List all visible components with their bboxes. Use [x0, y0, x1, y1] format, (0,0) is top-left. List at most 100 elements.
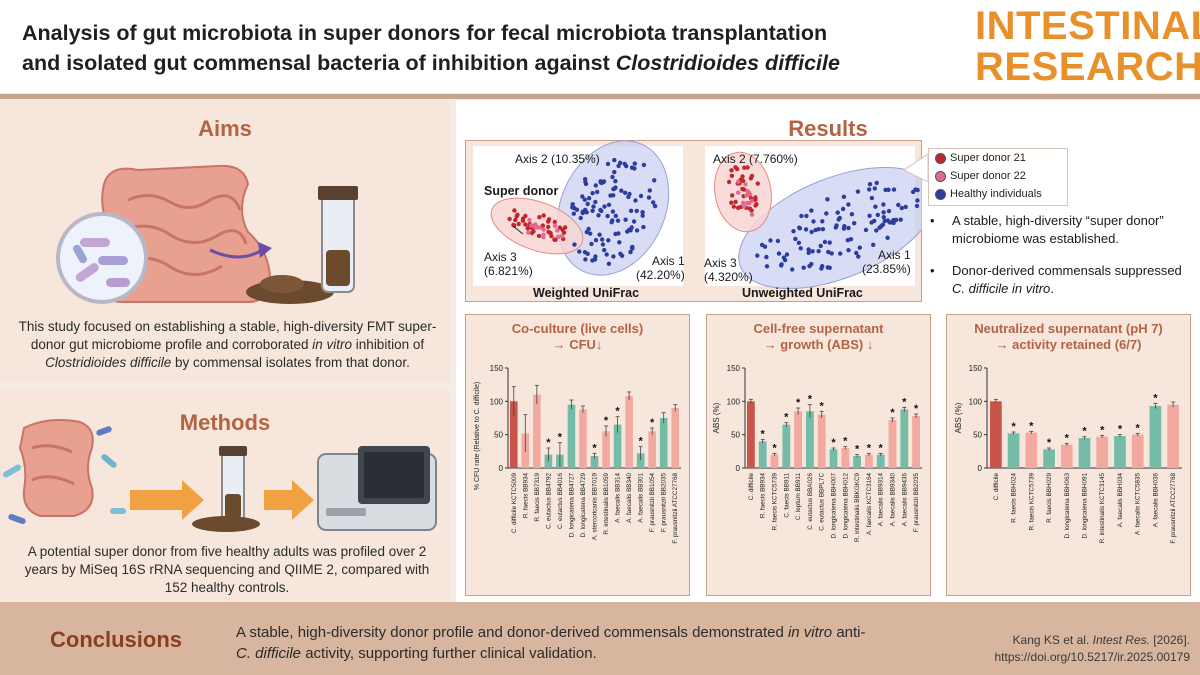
pcoa-point-healthy [883, 187, 888, 193]
pcoa-point-healthy [819, 266, 824, 271]
pcoa-point-healthy [874, 228, 879, 233]
pcoa-point-super-donor-21 [546, 224, 551, 230]
pcoa-point-healthy [604, 252, 609, 257]
x-tick-label: C. eutactus BB4016 [557, 473, 564, 530]
significance-star: * [1153, 392, 1158, 404]
pcoa-point-healthy [791, 229, 796, 234]
bar [636, 453, 645, 468]
aims-description: This study focused on establishing a sta… [18, 319, 437, 370]
pcoa-point-healthy [816, 249, 821, 254]
bar [1131, 434, 1144, 468]
pcoa-point-super-donor-22 [555, 234, 561, 239]
pcoa-point-healthy [762, 244, 768, 249]
pcoa-point-super-donor-21 [537, 215, 542, 220]
pcoa-point-healthy [600, 237, 605, 242]
pcoa-point-healthy [570, 202, 575, 207]
legend-item-super-donor-21: Super donor 21 [929, 149, 1067, 167]
pcoa-point-super-donor-21 [552, 237, 557, 242]
pcoa-point-healthy [612, 169, 617, 175]
pcoa-point-super-donor-21 [730, 193, 735, 198]
pcoa-point-healthy [627, 191, 632, 197]
bar [758, 441, 767, 468]
conclusions-panel [0, 602, 1200, 675]
weighted-axis2-label: Axis 2 (10.35%) [515, 152, 600, 166]
bar [900, 409, 909, 468]
pcoa-point-super-donor-21 [731, 204, 736, 209]
pcoa-point-healthy [586, 196, 592, 201]
pcoa-point-healthy [606, 238, 611, 243]
title-line-2-italic: Clostridioides difficile [615, 51, 840, 75]
pcoa-point-super-donor-21 [740, 174, 745, 179]
significance-star: * [761, 428, 766, 440]
pcoa-point-super-donor-21 [733, 199, 738, 205]
significance-star: * [808, 394, 813, 406]
pcoa-point-super-donor-22 [526, 230, 531, 235]
pcoa-point-healthy [775, 238, 781, 244]
significance-star: * [638, 436, 643, 448]
pcoa-point-healthy [796, 240, 802, 245]
pcoa-point-healthy [881, 210, 886, 215]
sample-tube-icon-2 [192, 446, 260, 532]
pcoa-point-super-donor-21 [523, 222, 528, 227]
pcoa-point-healthy [617, 240, 622, 245]
bar [794, 411, 802, 468]
pcoa-point-super-donor-21 [735, 205, 741, 210]
pcoa-point-healthy [591, 204, 596, 209]
arrow-right-icon-2 [264, 480, 314, 520]
significance-star: * [772, 442, 777, 454]
pcoa-point-healthy [629, 225, 634, 230]
pcoa-point-healthy [809, 208, 814, 213]
pcoa-point-healthy [806, 247, 811, 252]
donor-ellipse-unweighted [714, 151, 772, 233]
bar [782, 424, 791, 468]
journal-logo-line-1: INTESTINAL [975, 4, 1200, 48]
pcoa-point-healthy [651, 200, 656, 205]
pcoa-point-healthy [596, 213, 601, 218]
pcoa-point-super-donor-22 [748, 192, 753, 197]
pcoa-point-healthy [613, 213, 618, 219]
y-tick-label: 100 [490, 397, 504, 406]
pcoa-point-healthy [910, 189, 916, 195]
unweighted-axis1-label: Axis 1(23.85%) [862, 248, 911, 276]
pcoa-point-healthy [826, 249, 831, 255]
bar [829, 449, 838, 468]
significance-star: * [1065, 432, 1070, 444]
pcoa-point-healthy [867, 213, 872, 218]
doi-link[interactable]: https://doi.org/10.5217/ir.2025.00179 [994, 650, 1191, 664]
pcoa-point-healthy [811, 219, 816, 224]
pcoa-point-super-donor-21 [729, 173, 735, 178]
y-tick-label: 50 [973, 431, 982, 440]
x-tick-label: A. faecalis BB9314 [878, 473, 885, 527]
significance-star: * [1136, 422, 1141, 434]
bar [1060, 444, 1073, 468]
pcoa-point-healthy [610, 218, 615, 223]
pcoa-point-healthy [606, 202, 612, 207]
pcoa-point-healthy [807, 263, 812, 269]
aims-title: Aims [198, 116, 252, 141]
pcoa-point-healthy [782, 257, 788, 263]
pcoa-point-super-donor-21 [536, 233, 542, 239]
bar [1007, 433, 1020, 468]
x-tick-label: A. faecalis BBH034 [1117, 473, 1124, 528]
x-tick-label: R. faecis BB7319 [534, 473, 541, 522]
pcoa-point-healthy [872, 186, 877, 191]
pcoa-plots [473, 140, 922, 290]
significance-star: * [784, 412, 789, 424]
pcoa-point-healthy [652, 178, 657, 183]
pcoa-point-super-donor-21 [735, 166, 740, 172]
supernatant-title: Cell-free supernatant→ growth (ABS) ↓ [753, 321, 884, 352]
pcoa-point-healthy [852, 221, 857, 226]
pcoa-point-healthy [804, 213, 809, 219]
pcoa-point-healthy [841, 194, 847, 199]
x-tick-label: C. difficile [748, 473, 755, 501]
title-line-2-prefix: and isolated gut commensal bacteria of i… [22, 51, 616, 75]
pcoa-point-healthy [914, 203, 920, 209]
pcoa-point-healthy [610, 174, 615, 180]
x-tick-label: A. faecalis KCTC3164 [866, 473, 873, 535]
pcoa-point-super-donor-22 [527, 217, 532, 223]
citation: Kang KS et al. Intest Res. [2026].https:… [892, 632, 1191, 666]
pcoa-point-healthy [633, 198, 638, 203]
pcoa-point-healthy [768, 238, 773, 243]
